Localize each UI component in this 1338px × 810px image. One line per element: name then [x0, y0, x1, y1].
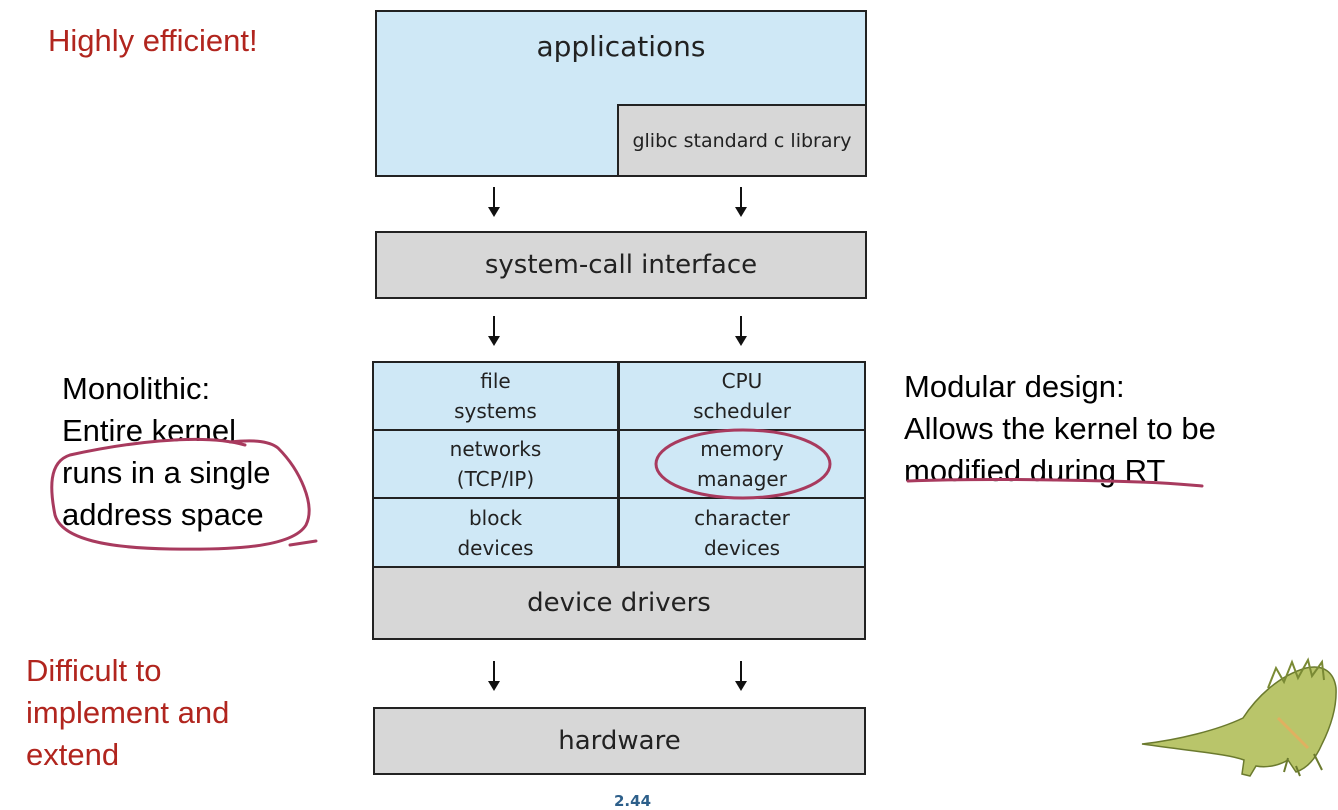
- note-highly-efficient: Highly efficient!: [48, 23, 258, 58]
- block-devices-cell: block devices: [457, 505, 534, 560]
- down-arrow-icon: [488, 661, 500, 691]
- glibc-box: glibc standard c library: [617, 104, 867, 177]
- down-arrow-icon: [735, 187, 747, 217]
- networks-cell: networks (TCP/IP): [449, 437, 542, 491]
- down-arrow-icon: [735, 316, 747, 346]
- applications-label: applications: [536, 30, 706, 63]
- system-call-interface-label: system-call interface: [484, 250, 758, 280]
- hardware-box: hardware: [373, 707, 866, 775]
- note-monolithic: Monolithic: Entire kernel runs in a sing…: [62, 371, 271, 532]
- glibc-label: glibc standard c library: [632, 129, 852, 152]
- kernel-grid-divider: [372, 497, 866, 499]
- device-drivers-label: device drivers: [527, 588, 711, 618]
- character-devices-cell: character devices: [694, 505, 790, 560]
- dinosaur-icon: [1141, 657, 1337, 777]
- device-drivers-box: device drivers: [372, 566, 866, 640]
- down-arrow-icon: [488, 316, 500, 346]
- system-call-interface-box: system-call interface: [375, 231, 867, 299]
- kernel-grid-divider: [372, 429, 866, 431]
- down-arrow-icon: [735, 661, 747, 691]
- page-number: 2.44: [614, 792, 652, 810]
- down-arrow-icon: [488, 187, 500, 217]
- note-modular-design: Modular design: Allows the kernel to be …: [904, 369, 1216, 488]
- memory-manager-cell: memory manager: [697, 437, 787, 491]
- hardware-label: hardware: [558, 726, 681, 756]
- cpu-scheduler-cell: CPU scheduler: [693, 369, 791, 423]
- file-systems-cell: file systems: [454, 369, 537, 423]
- kernel-grid-divider: [617, 361, 620, 568]
- note-difficult: Difficult to implement and extend: [26, 653, 230, 772]
